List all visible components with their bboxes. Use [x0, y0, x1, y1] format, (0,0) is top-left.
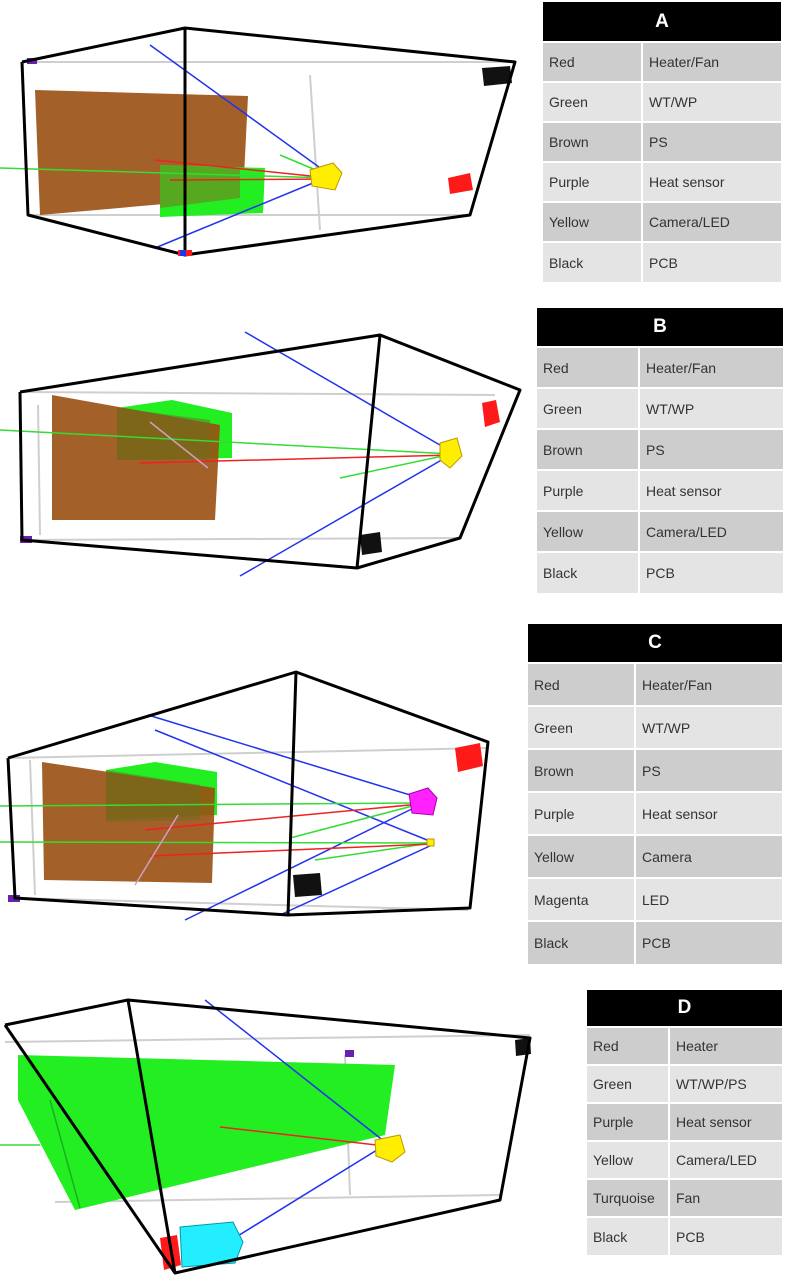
yellow-camera — [426, 838, 435, 847]
legend-b-component: Camera/LED — [639, 510, 783, 552]
legend-a-color: Black — [543, 241, 643, 282]
legend-d-color: Green — [587, 1064, 670, 1103]
legend-c-component: Heater/Fan — [635, 662, 782, 706]
legend-d-component: Heat sensor — [669, 1102, 782, 1141]
legend-a-title: A — [543, 2, 781, 42]
legend-c-color: Brown — [528, 748, 636, 792]
legend-b-component: Heat sensor — [639, 469, 783, 511]
legend-a-color: Red — [543, 41, 643, 82]
legend-b-color: Brown — [537, 428, 640, 470]
legend-d-component: Heater — [669, 1026, 782, 1065]
legend-d-color: Purple — [587, 1102, 670, 1141]
legend-b-color: Green — [537, 387, 640, 429]
black-pcb — [482, 66, 512, 86]
legend-b-color: Purple — [537, 469, 640, 511]
legend-a-component: Heater/Fan — [642, 41, 781, 82]
legend-b-color: Yellow — [537, 510, 640, 552]
turquoise-fan — [179, 1221, 244, 1268]
legend-c-color: Green — [528, 705, 636, 749]
yellow-camera-led — [439, 437, 463, 469]
legend-c-component: PCB — [635, 920, 782, 964]
scene-d — [0, 998, 532, 1275]
red-heater-fan — [448, 173, 473, 194]
legend-a-component: WT/WP — [642, 81, 781, 122]
legend-a-color: Yellow — [543, 201, 643, 242]
legend-c-color: Yellow — [528, 834, 636, 878]
legend-c-component: WT/WP — [635, 705, 782, 749]
legend-d-color: Turquoise — [587, 1178, 670, 1217]
legend-c-color: Black — [528, 920, 636, 964]
legend-a-component: PCB — [642, 241, 781, 282]
yellow-camera-led — [309, 162, 343, 191]
legend-d-color: Red — [587, 1026, 670, 1065]
legend-a-component: Heat sensor — [642, 161, 781, 202]
legend-c-component: Camera — [635, 834, 782, 878]
legend-c-title: C — [528, 624, 782, 663]
legend-b-color: Black — [537, 551, 640, 593]
scene-a — [0, 26, 517, 257]
legend-a-component: Camera/LED — [642, 201, 781, 242]
legend-b-color: Red — [537, 346, 640, 388]
legend-a-color: Purple — [543, 161, 643, 202]
legend-d-color: Black — [587, 1216, 670, 1255]
magenta-led — [408, 787, 438, 816]
legend-d-title: D — [587, 990, 782, 1027]
legend-a-color: Green — [543, 81, 643, 122]
purple-heat-sensor — [345, 1050, 354, 1057]
legend-b-title: B — [537, 308, 783, 347]
legend-d-component: PCB — [669, 1216, 782, 1255]
yellow-camera-led — [374, 1134, 406, 1163]
legend-a-color: Brown — [543, 121, 643, 162]
legend-d-color: Yellow — [587, 1140, 670, 1179]
black-pcb — [293, 873, 322, 897]
legend-c-color: Red — [528, 662, 636, 706]
legend-c-component: Heat sensor — [635, 791, 782, 835]
legend-c-component: PS — [635, 748, 782, 792]
scene-c — [0, 670, 490, 921]
scene-b — [0, 331, 522, 577]
legend-d-component: WT/WP/PS — [669, 1064, 782, 1103]
legend-b-component: Heater/Fan — [639, 346, 783, 388]
legend-c-component: LED — [635, 877, 782, 921]
legend-c-color: Magenta — [528, 877, 636, 921]
red-heater-fan — [455, 743, 483, 772]
green-wt-wp-ps-block — [18, 1055, 395, 1210]
legend-c-color: Purple — [528, 791, 636, 835]
legend-d-component: Fan — [669, 1178, 782, 1217]
black-pcb — [360, 532, 382, 555]
legend-d-component: Camera/LED — [669, 1140, 782, 1179]
red-heater-fan — [482, 400, 500, 427]
legend-b-component: PS — [639, 428, 783, 470]
legend-a-component: PS — [642, 121, 781, 162]
legend-b-component: WT/WP — [639, 387, 783, 429]
legend-b-component: PCB — [639, 551, 783, 593]
